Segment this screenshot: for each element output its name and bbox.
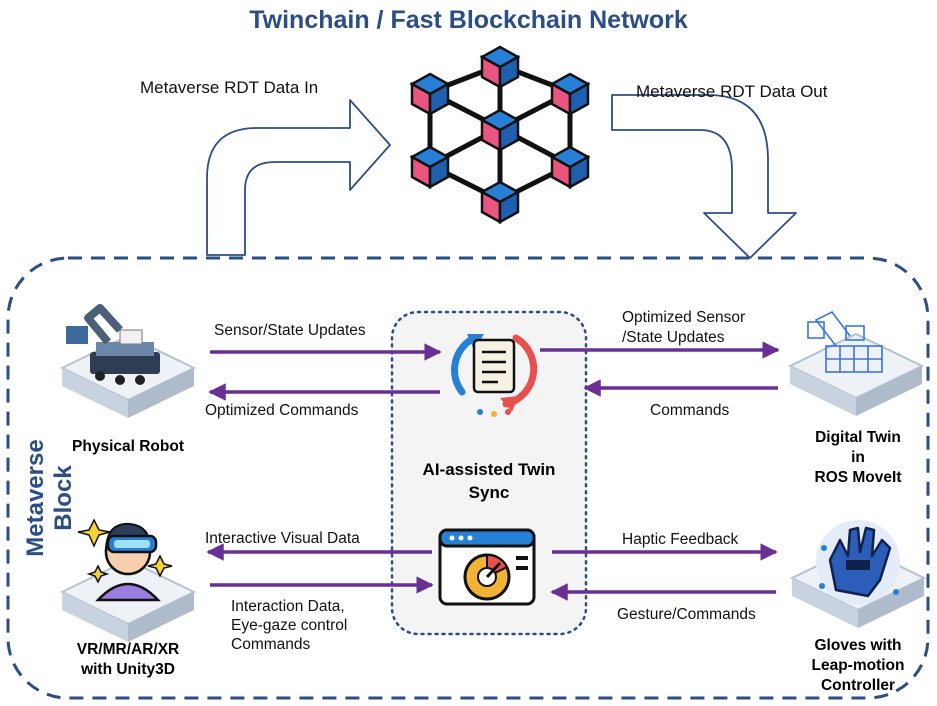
physical-robot-label: Physical Robot [72,438,184,455]
cube-top [479,45,521,90]
cube-right-upper [549,72,591,117]
gloves-icon [789,520,927,628]
data-out-label: Metaverse RDT Data Out [636,82,828,101]
digital-twin-line3: ROS MoveIt [814,469,902,486]
gloves-line3: Controller [820,677,896,694]
digital-twin-line2: in [851,449,865,466]
cube-left-lower [409,145,451,190]
interaction-data-line1: Interaction Data, [231,598,345,615]
metaverse-block-boundary [6,256,930,700]
dashboard-icon [438,528,536,606]
ai-sync-title-line2: Sync [468,483,510,502]
optimized-sensor-line1: Optimized Sensor [622,309,746,326]
twin-sync-icon [451,334,538,417]
interactive-visual-label: Interactive Visual Data [205,530,360,547]
commands-label: Commands [650,402,730,419]
cube-right-lower [549,145,591,190]
metaverse-block-label: Metaverse Block [22,439,77,557]
digital-twin-icon [787,310,925,416]
gloves-label: Gloves with Leap-motion Controller [768,636,937,696]
digital-twin-label: Digital Twin in ROS MoveIt [768,428,937,488]
gloves-line1: Gloves with [814,637,902,654]
interaction-data-line3: Commands [231,636,311,653]
digital-twin-line1: Digital Twin [815,429,901,446]
vr-user-icon [59,518,197,642]
cube-bottom [479,180,521,225]
interaction-data-line2: Eye-gaze control [231,617,348,634]
gesture-label: Gesture/Commands [617,606,756,623]
physical-robot-icon [59,304,197,418]
data-in-arrow [206,99,391,256]
optimized-commands-label: Optimized Commands [205,402,359,419]
diagram-title: Twinchain / Fast Blockchain Network [249,6,688,34]
data-out-arrow [611,94,797,259]
cube-left-upper [409,72,451,117]
data-in-label: Metaverse RDT Data In [140,78,319,97]
vr-line2: with Unity3D [81,661,175,678]
cube-center [479,108,521,153]
haptic-label: Haptic Feedback [622,531,739,548]
ai-sync-title: AI-assisted Twin Sync [392,458,586,504]
optimized-sensor-line2: /State Updates [622,329,725,346]
blockchain-network-icon [409,45,591,225]
interaction-data-label: Interaction Data, Eye-gaze control Comma… [231,597,347,654]
vr-line1: VR/MR/AR/XR [76,641,180,658]
ai-sync-title-line1: AI-assisted Twin [422,460,556,479]
vr-label: VR/MR/AR/XR with Unity3D [38,640,218,680]
sensor-updates-label: Sensor/State Updates [214,322,366,339]
optimized-sensor-label: Optimized Sensor /State Updates [622,308,745,348]
gloves-line2: Leap-motion [811,657,905,674]
